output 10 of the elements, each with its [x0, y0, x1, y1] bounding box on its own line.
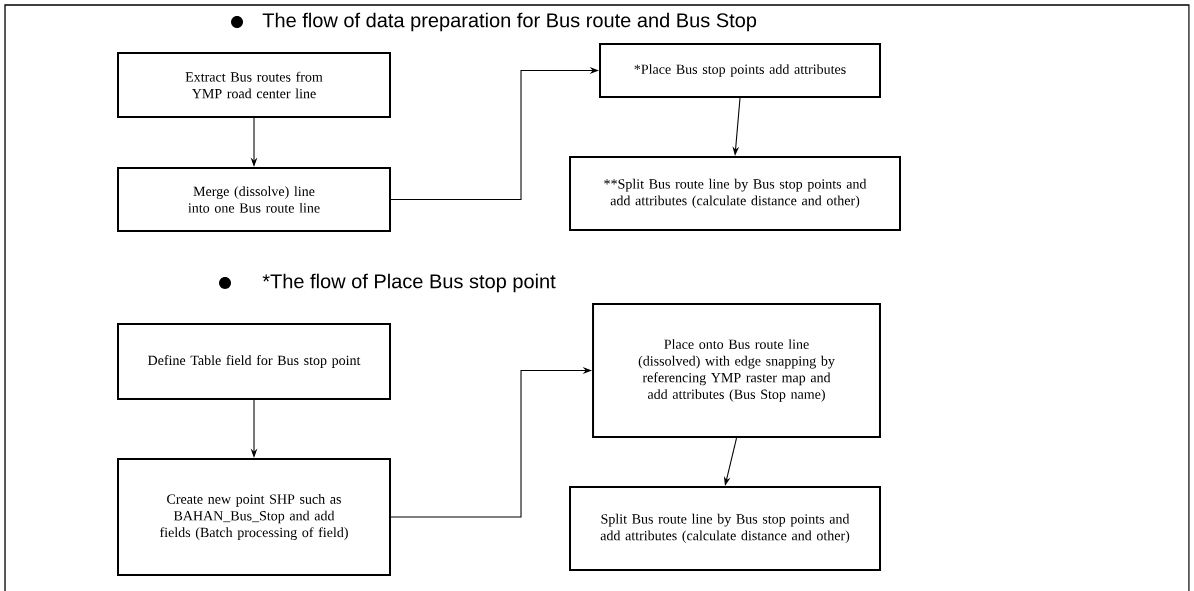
section-heading: *The flow of Place Bus stop point	[262, 273, 556, 293]
process-box: Define Table field for Bus stop point	[117, 323, 391, 400]
process-box: Place onto Bus route line (dissolved) with edge snapping by referencing YMP raster map and add attributes (Bus Stop name)	[592, 302, 881, 439]
process-box: Split Bus route line by Bus stop points and add attributes (calculate distance and other)	[569, 486, 881, 571]
process-box: Merge (dissolve) line into one Bus route line	[117, 167, 391, 232]
process-box: **Split Bus route line by Bus stop points and add attributes (calculate distance and other)	[569, 155, 901, 232]
process-box: *Place Bus stop points add attributes	[599, 42, 881, 99]
process-box: Create new point SHP such as BAHAN_Bus_Stop and add fields (Batch processing of field)	[117, 458, 391, 576]
section-heading: The flow of data preparation for Bus route and Bus Stop	[262, 12, 757, 32]
process-box: Extract Bus routes from YMP road center line	[117, 52, 391, 118]
